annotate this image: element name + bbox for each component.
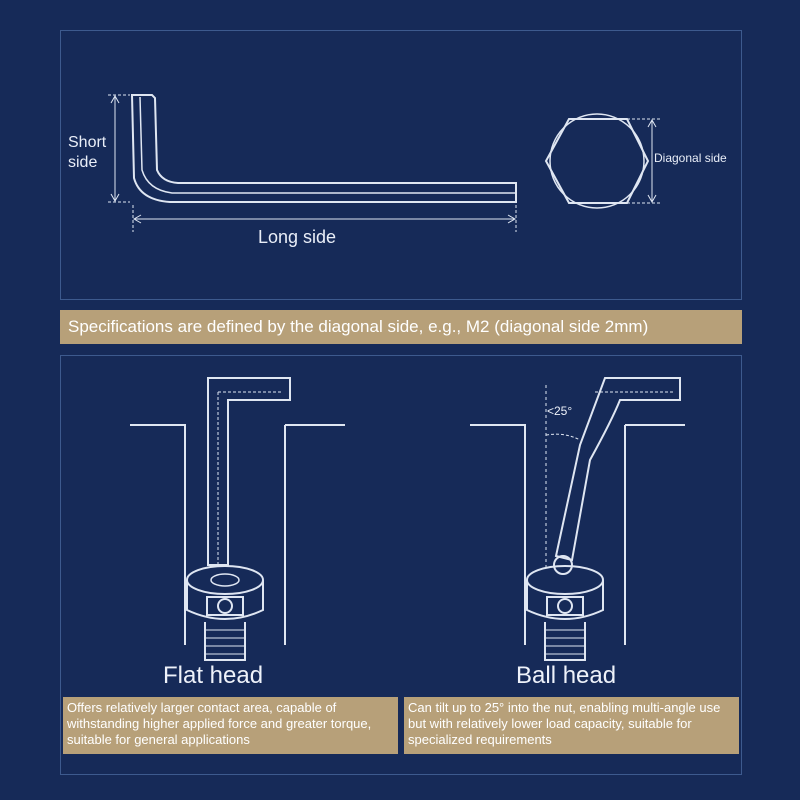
flat-head-description: Offers relatively larger contact area, c… xyxy=(63,697,398,754)
l-wrench-shape xyxy=(130,94,517,203)
ball-head-illustration xyxy=(470,377,685,661)
top-frame xyxy=(60,30,742,300)
angle-label: <25° xyxy=(547,404,573,418)
flat-head-title: Flat head xyxy=(163,662,264,689)
bottom-frame xyxy=(60,355,742,775)
diagonal-side-dimension xyxy=(627,118,660,204)
long-side-label: Long side xyxy=(258,227,337,247)
spec-banner: Specifications are defined by the diagon… xyxy=(60,310,742,344)
ball-head-description: Can tilt up to 25° into the nut, enablin… xyxy=(404,697,739,754)
diagonal-side-label: Diagonal side xyxy=(654,151,727,165)
l-wrench-inner-line xyxy=(139,96,516,194)
flat-head-illustration xyxy=(130,377,345,661)
short-side-label: Short side xyxy=(68,134,107,171)
hexagon-cross-section xyxy=(544,113,650,209)
short-side-dimension xyxy=(108,94,130,203)
long-side-dimension xyxy=(132,205,517,232)
ball-head-title: Ball head xyxy=(516,662,617,689)
